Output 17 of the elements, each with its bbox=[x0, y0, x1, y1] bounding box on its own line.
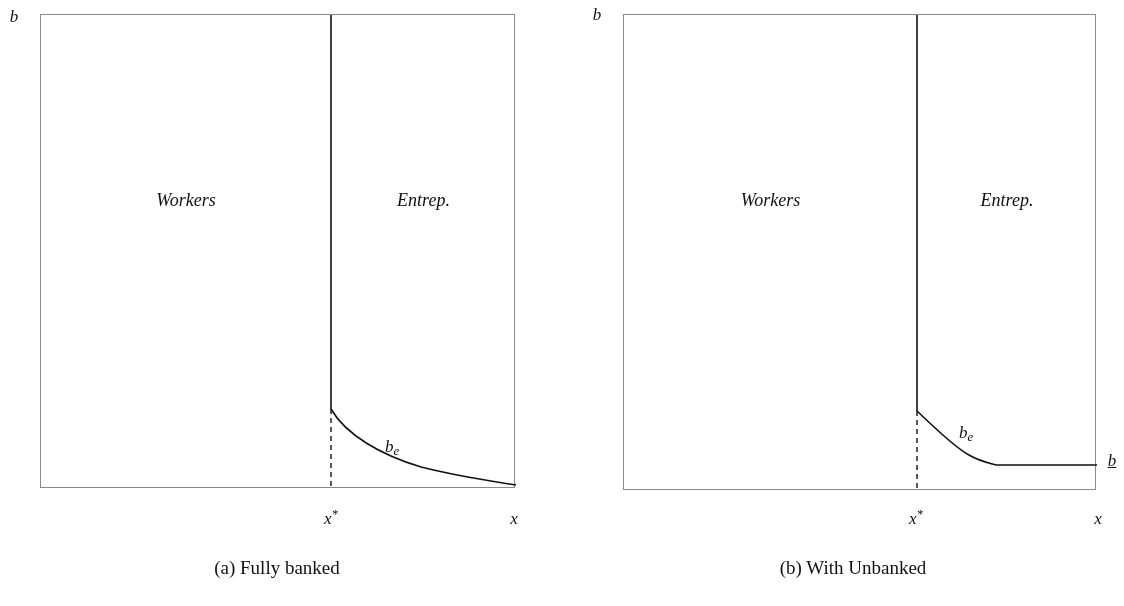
axis-label: b bbox=[592, 6, 602, 23]
plot-frame bbox=[623, 14, 1096, 490]
region-label: Entrep. bbox=[397, 189, 450, 212]
panel-label: (a) Fully banked bbox=[214, 556, 340, 580]
axis-label: x bbox=[510, 510, 518, 527]
axis-label: b$_{e}$ bbox=[958, 424, 974, 441]
panel-label: (b) With Unbanked bbox=[779, 556, 927, 580]
axis-label: x$^{*}$ bbox=[324, 510, 338, 527]
axis-label: x bbox=[1094, 510, 1102, 527]
axis-label: b bbox=[9, 8, 19, 25]
region-label: Entrep. bbox=[980, 189, 1034, 212]
axis-label: b$_{e}$ bbox=[384, 438, 400, 455]
threshold-label: b bbox=[1107, 452, 1117, 469]
region-label: Workers bbox=[740, 189, 801, 212]
region-label: Workers bbox=[156, 189, 216, 212]
plot-frame bbox=[40, 14, 515, 488]
axis-label: x$^{*}$ bbox=[909, 510, 923, 527]
